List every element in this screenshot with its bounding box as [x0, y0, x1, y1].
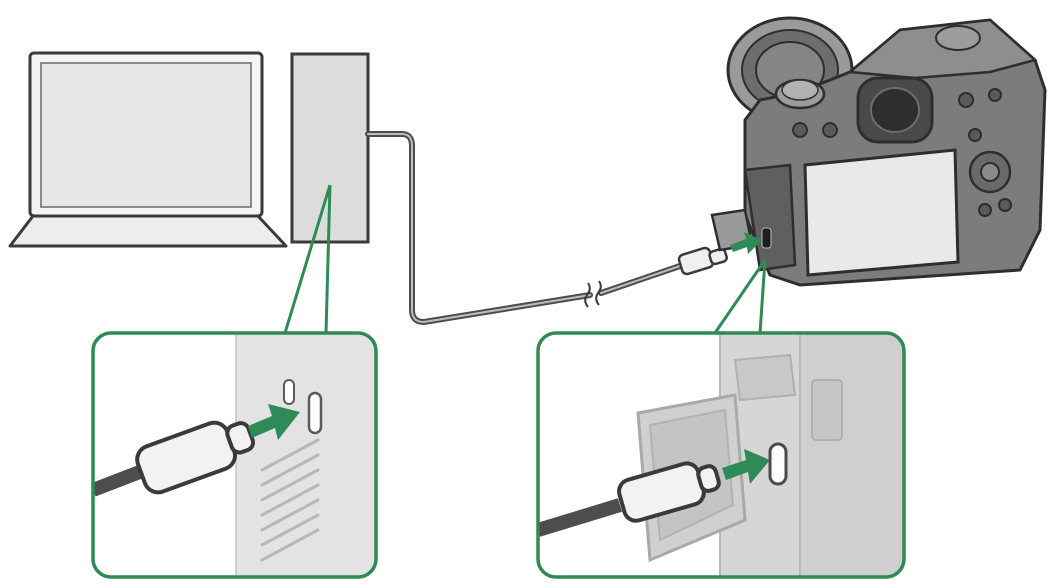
insert-arrow-camera-detail — [722, 449, 770, 484]
cable-break-mark — [584, 280, 602, 308]
detail-cable-left — [93, 463, 148, 497]
usb-c-port-slot — [283, 379, 295, 405]
callout-frame-computer — [91, 331, 378, 579]
laptop-base — [8, 214, 288, 248]
insert-arrow-computer — [248, 404, 300, 440]
cable-line — [365, 131, 593, 326]
usb-c-plug-left-icon — [135, 420, 256, 495]
camera-usb-c-slot — [768, 442, 788, 486]
usb-cable-icon — [365, 131, 728, 326]
usb-c-port-slot-2 — [307, 391, 323, 435]
tower-vents — [260, 438, 320, 562]
mirrorless-camera-icon — [710, 16, 1047, 287]
insert-arrow-camera — [730, 232, 762, 254]
usb-c-plug-icon — [677, 246, 728, 276]
callout-frame-camera — [536, 331, 906, 579]
usb-c-port-zoom-icon — [91, 331, 378, 579]
usb-c-port-zoom-icon-camera — [536, 331, 906, 579]
camera-port-door — [743, 163, 797, 272]
detail-cable-right — [538, 498, 623, 537]
camera-lcd-screen — [803, 148, 960, 277]
usb-c-plug-right-icon — [617, 461, 721, 523]
tower-side-panel — [235, 333, 376, 577]
callout-leader-camera — [713, 259, 767, 334]
laptop-screen — [40, 62, 252, 208]
laptop-icon — [8, 51, 288, 248]
callout-leader-computer — [283, 184, 332, 334]
camera-usb-port — [761, 227, 772, 249]
camera-buttons — [792, 88, 1012, 217]
